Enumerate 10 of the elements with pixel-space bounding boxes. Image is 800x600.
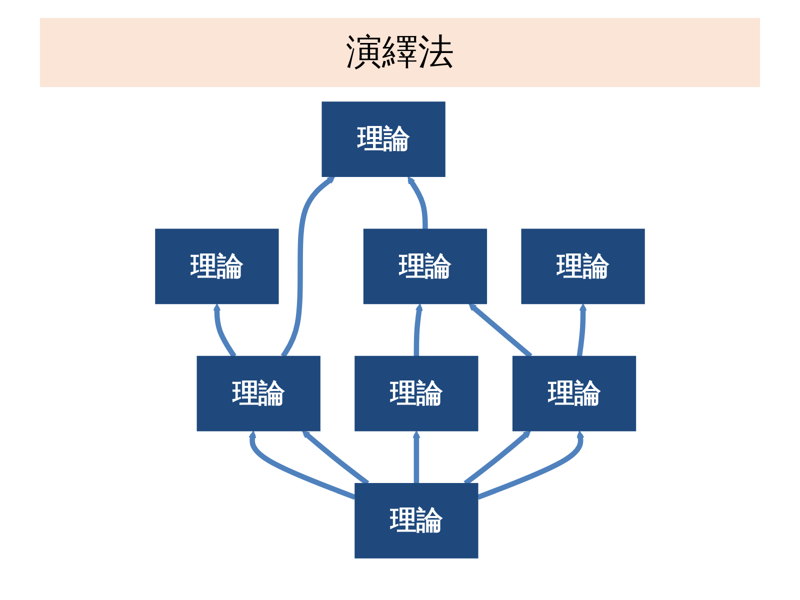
arrow	[280, 176, 336, 358]
arrow	[476, 430, 584, 500]
arrow	[248, 430, 356, 500]
arrow	[414, 303, 423, 356]
arrow	[213, 303, 236, 358]
arrow	[576, 303, 587, 357]
arrow	[412, 430, 420, 484]
title-banner: 演繹法	[40, 18, 760, 87]
arrow	[408, 176, 428, 230]
arrow	[468, 303, 532, 358]
